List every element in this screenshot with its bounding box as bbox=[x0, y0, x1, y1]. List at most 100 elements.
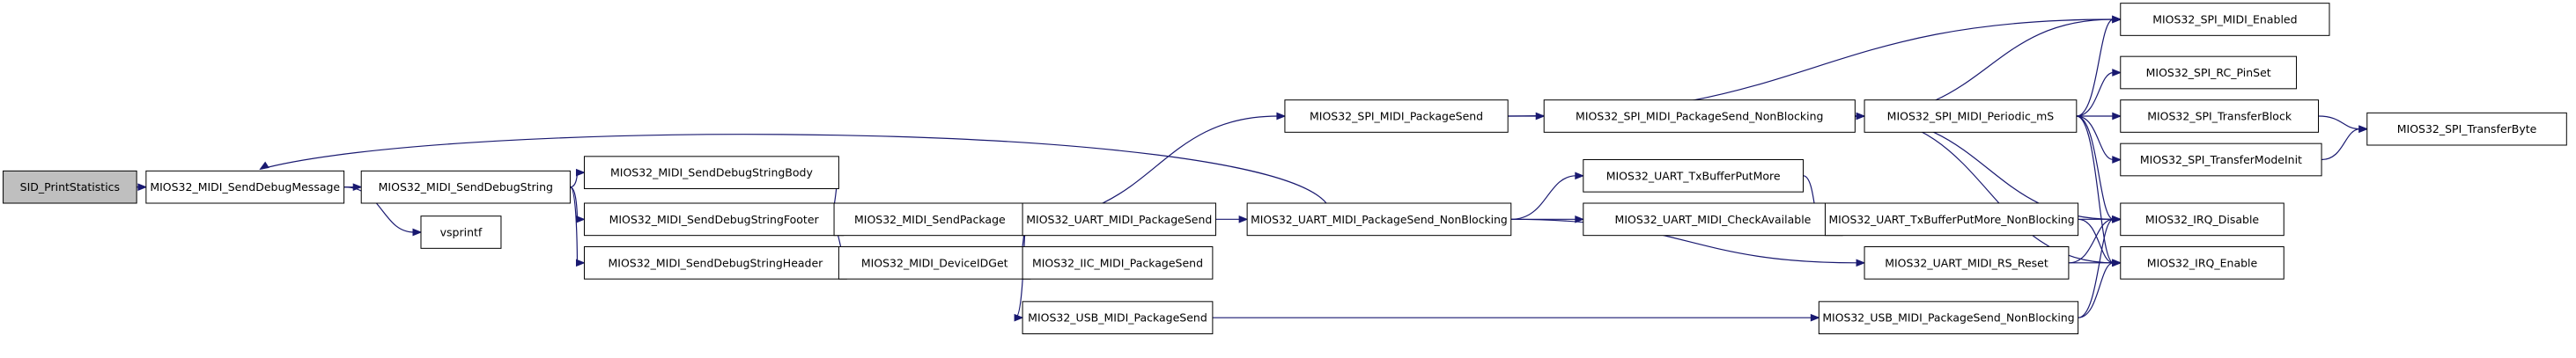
node-label: SID_PrintStatistics bbox=[20, 180, 120, 194]
edge-arrowhead bbox=[2112, 69, 2122, 77]
node-mios32-spi-transferbyte[interactable]: MIOS32_SPI_TransferByte bbox=[2366, 112, 2567, 146]
edge-arrowhead bbox=[2112, 259, 2122, 267]
node-mios32-midi-senddebugstring[interactable]: MIOS32_MIDI_SendDebugString bbox=[360, 170, 571, 204]
node-box bbox=[145, 170, 345, 204]
node-label: MIOS32_UART_TxBufferPutMore_NonBlocking bbox=[1828, 213, 2074, 226]
node-mios32-spi-transferblock[interactable]: MIOS32_SPI_TransferBlock bbox=[2120, 99, 2320, 133]
edge-line bbox=[2076, 18, 2114, 117]
node-box bbox=[1543, 99, 1856, 133]
edge-line bbox=[2078, 262, 2114, 318]
edge-spi-periodic-ms-to-spi-transfermodeinit bbox=[2076, 115, 2122, 164]
node-mios32-midi-deviceidget[interactable]: MIOS32_MIDI_DeviceIDGet bbox=[838, 246, 1031, 280]
node-label: MIOS32_SPI_TransferBlock bbox=[2147, 110, 2292, 123]
edge-spi-periodic-ms-to-spi-transferblock bbox=[2076, 112, 2122, 121]
edge-line bbox=[2076, 115, 2114, 161]
node-mios32-usb-midi-packagesend-nonblocking[interactable]: MIOS32_USB_MIDI_PackageSend_NonBlocking bbox=[1818, 301, 2079, 335]
node-mios32-iic-midi-packagesend[interactable]: MIOS32_IIC_MIDI_PackageSend bbox=[1022, 246, 1214, 280]
edge-spi-periodic-ms-to-spi-rc-pinset bbox=[2076, 69, 2122, 117]
node-mios32-uart-midi-packagesend-nonblocking[interactable]: MIOS32_UART_MIDI_PackageSend_NonBlocking bbox=[1246, 202, 1512, 237]
node-label: MIOS32_MIDI_SendDebugStringHeader bbox=[608, 256, 823, 269]
node-box bbox=[838, 246, 1031, 280]
edge-line bbox=[2318, 115, 2360, 130]
node-mios32-spi-rc-pinset[interactable]: MIOS32_SPI_RC_PinSet bbox=[2120, 55, 2298, 90]
node-mios32-spi-midi-enabled[interactable]: MIOS32_SPI_MIDI_Enabled bbox=[2120, 3, 2330, 36]
node-label: MIOS32_MIDI_SendDebugString bbox=[379, 180, 553, 194]
node-box bbox=[1284, 99, 1509, 133]
edge-spi-periodic-ms-to-irq-enable bbox=[2076, 115, 2122, 267]
edge-arrowhead bbox=[1856, 259, 1866, 267]
node-box bbox=[2120, 3, 2330, 36]
node-mios32-irq-enable[interactable]: MIOS32_IRQ_Enable bbox=[2120, 246, 2284, 280]
node-box bbox=[1022, 202, 1216, 237]
node-label: MIOS32_UART_TxBufferPutMore bbox=[1606, 169, 1781, 182]
edge-usb-packagesend-nb-to-irq-enable bbox=[2078, 259, 2122, 318]
edge-line bbox=[260, 134, 1327, 204]
node-mios32-uart-midi-packagesend[interactable]: MIOS32_UART_MIDI_PackageSend bbox=[1022, 202, 1216, 237]
node-box bbox=[1022, 301, 1214, 335]
edge-line bbox=[2076, 115, 2115, 220]
node-label: MIOS32_MIDI_SendDebugMessage bbox=[150, 180, 340, 194]
edge-line bbox=[2078, 218, 2115, 318]
edge-line bbox=[2078, 218, 2114, 264]
edge-line bbox=[2076, 71, 2114, 117]
node-label: MIOS32_USB_MIDI_PackageSend bbox=[1028, 311, 1207, 325]
node-mios32-midi-senddebugstringfooter[interactable]: MIOS32_MIDI_SendDebugStringFooter bbox=[583, 202, 845, 237]
edge-arrowhead bbox=[2112, 156, 2122, 164]
node-label: MIOS32_USB_MIDI_PackageSend_NonBlocking bbox=[1822, 311, 2074, 325]
node-label: vsprintf bbox=[440, 226, 483, 239]
edge-arrowhead bbox=[575, 215, 586, 223]
edge-usb-packagesend-to-usb-packagesend-nb bbox=[1212, 313, 1820, 322]
node-label: MIOS32_IRQ_Disable bbox=[2145, 213, 2260, 226]
node-label: MIOS32_UART_MIDI_RS_Reset bbox=[1885, 256, 2048, 269]
edge-arrowhead bbox=[2358, 125, 2369, 134]
node-mios32-uart-txbufferputmore-nonblocking[interactable]: MIOS32_UART_TxBufferPutMore_NonBlocking bbox=[1824, 202, 2079, 237]
node-label: MIOS32_UART_MIDI_PackageSend_NonBlocking bbox=[1251, 213, 1508, 226]
node-box bbox=[420, 216, 502, 249]
edge-line bbox=[2068, 218, 2114, 264]
node-mios32-midi-senddebugstringbody[interactable]: MIOS32_MIDI_SendDebugStringBody bbox=[583, 156, 839, 189]
node-box bbox=[583, 202, 845, 237]
edge-arrowhead bbox=[1238, 215, 1249, 223]
edge-uart-packagesend-nb-to-uart-rs-reset bbox=[1510, 218, 1866, 267]
edge-arrowhead bbox=[1575, 172, 1585, 180]
node-box bbox=[1246, 202, 1512, 237]
node-mios32-midi-sendpackage[interactable]: MIOS32_MIDI_SendPackage bbox=[833, 202, 1027, 237]
edge-senddebugstring-to-senddebugstringheader bbox=[569, 186, 586, 267]
node-mios32-spi-midi-packagesend[interactable]: MIOS32_SPI_MIDI_PackageSend bbox=[1284, 99, 1509, 133]
node-mios32-spi-midi-periodic-ms[interactable]: MIOS32_SPI_MIDI_Periodic_mS bbox=[1864, 99, 2078, 133]
edge-arrowhead bbox=[1575, 215, 1585, 223]
node-mios32-uart-txbufferputmore[interactable]: MIOS32_UART_TxBufferPutMore bbox=[1583, 159, 1805, 193]
node-mios32-uart-midi-rs-reset[interactable]: MIOS32_UART_MIDI_RS_Reset bbox=[1864, 246, 2070, 280]
node-mios32-spi-transfermodeinit[interactable]: MIOS32_SPI_TransferModeInit bbox=[2120, 142, 2322, 177]
edge-senddebugstring-to-senddebugstringbody bbox=[570, 168, 586, 188]
edge-arrowhead bbox=[1276, 112, 1287, 121]
node-mios32-spi-midi-packagesend-nonblocking[interactable]: MIOS32_SPI_MIDI_PackageSend_NonBlocking bbox=[1543, 99, 1856, 133]
node-label: MIOS32_MIDI_SendPackage bbox=[854, 213, 1006, 226]
node-label: MIOS32_SPI_MIDI_PackageSend bbox=[1310, 110, 1483, 123]
node-box bbox=[583, 156, 839, 189]
node-mios32-midi-senddebugstringheader[interactable]: MIOS32_MIDI_SendDebugStringHeader bbox=[583, 246, 847, 280]
node-box bbox=[1022, 246, 1214, 280]
edge-arrowhead bbox=[2112, 215, 2122, 223]
node-box bbox=[833, 202, 1027, 237]
edge-arrowhead bbox=[2112, 15, 2122, 24]
edge-uart-packagesend-to-uart-packagesend-nb bbox=[1215, 215, 1249, 223]
node-sid-printstatistics[interactable]: SID_PrintStatistics bbox=[3, 170, 137, 204]
node-vsprintf[interactable]: vsprintf bbox=[420, 216, 502, 249]
edge-senddebugmessage-to-vsprintf bbox=[343, 186, 423, 237]
edge-spi-periodic-ms-to-spi-enabled bbox=[2076, 15, 2122, 117]
node-label: MIOS32_SPI_TransferModeInit bbox=[2140, 153, 2302, 166]
node-box bbox=[1583, 159, 1805, 193]
node-label: MIOS32_SPI_MIDI_PackageSend_NonBlocking bbox=[1576, 110, 1823, 123]
edge-arrowhead bbox=[1014, 313, 1024, 322]
node-box bbox=[2120, 99, 2320, 133]
edge-line bbox=[1510, 175, 1576, 220]
node-mios32-uart-midi-checkavailable[interactable]: MIOS32_UART_MIDI_CheckAvailable bbox=[1583, 202, 1843, 237]
node-mios32-usb-midi-packagesend[interactable]: MIOS32_USB_MIDI_PackageSend bbox=[1022, 301, 1214, 335]
node-mios32-midi-senddebugmessage[interactable]: MIOS32_MIDI_SendDebugMessage bbox=[145, 170, 345, 204]
edge-spi-packagesend-nb-to-irq-enable bbox=[1855, 115, 2122, 267]
node-box bbox=[1864, 99, 2078, 133]
node-mios32-irq-disable[interactable]: MIOS32_IRQ_Disable bbox=[2120, 202, 2284, 237]
